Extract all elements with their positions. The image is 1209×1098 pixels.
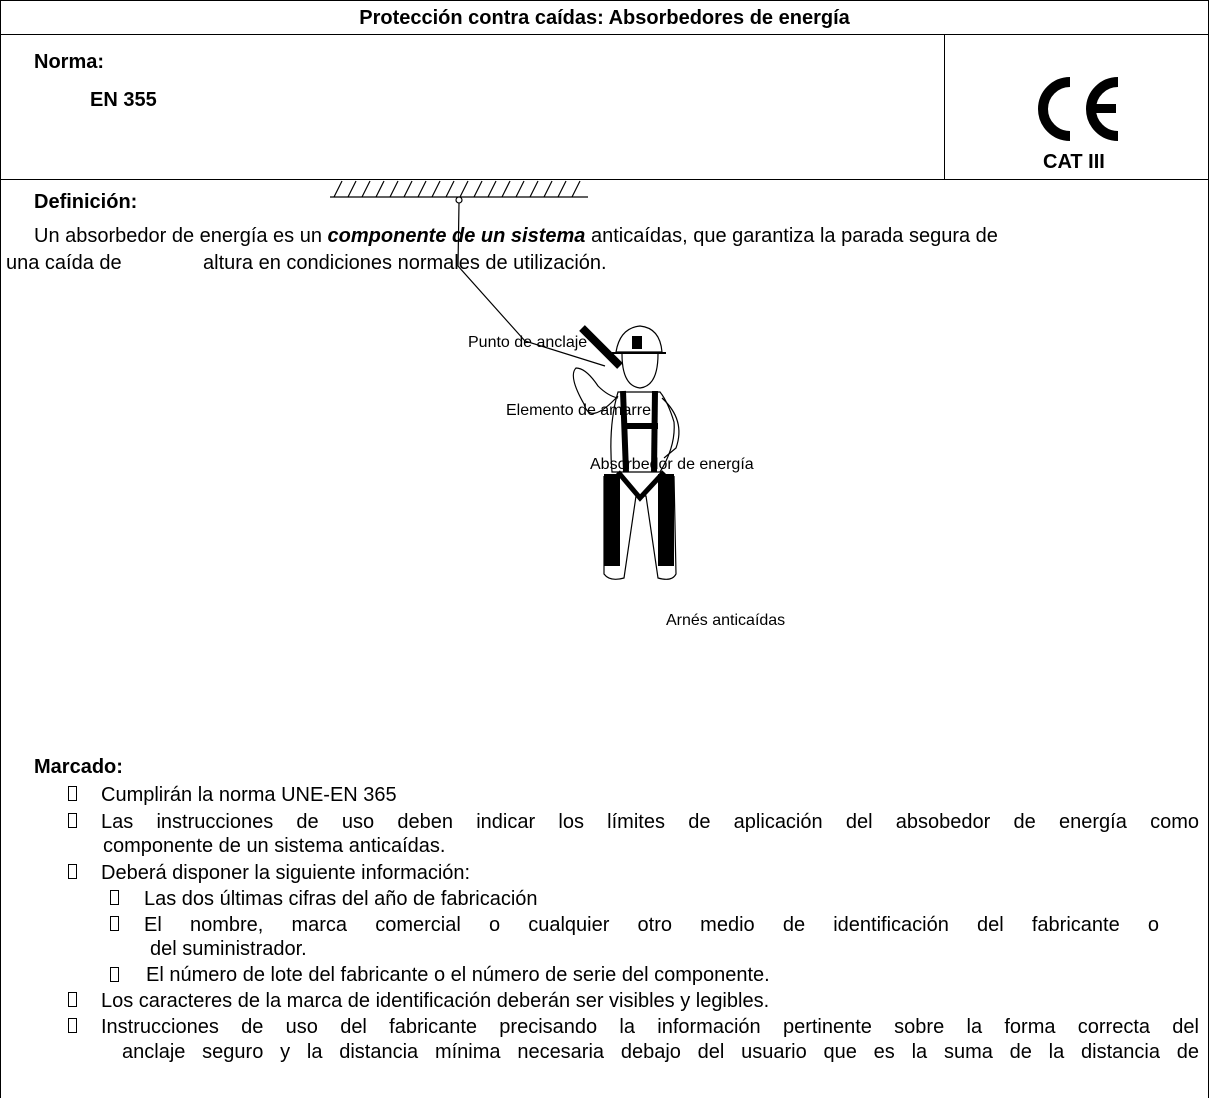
sub-bullet-marker (110, 966, 119, 990)
definicion-emphasis: componente de un sistema (327, 225, 586, 247)
definicion-line-1: Un absorbedor de energía es un component… (34, 223, 1200, 249)
label-absorbedor-energia: Absorbedor de energía (590, 456, 754, 473)
title-divider (0, 34, 1209, 35)
marcado-subitem-3: El número de lote del fabricante o el nú… (146, 964, 770, 986)
table-left-border (0, 0, 1, 1098)
norma-label: Norma: (34, 51, 105, 73)
bullet-marker (68, 812, 77, 836)
energy-absorber-shape (579, 325, 623, 369)
lanyard-line (457, 202, 606, 367)
anchor-hatching (333, 180, 581, 198)
bullet-marker (68, 991, 77, 1015)
ce-cell-divider (944, 34, 945, 180)
definicion-text-start: Un absorbedor de energía es un (34, 225, 328, 247)
hip-arm (661, 397, 680, 459)
definicion-line-2a: una caída de (6, 252, 122, 274)
definicion-label: Definición: (34, 191, 138, 213)
norma-value: EN 355 (90, 89, 157, 111)
fall-arrest-illustration (330, 180, 680, 580)
marcado-item-4: Los caracteres de la marca de identifica… (101, 990, 770, 1012)
page-title: Protección contra caídas: Absorbedores d… (359, 7, 850, 29)
label-elemento-amarre: Elemento de amarre (506, 402, 651, 419)
marcado-item-2: Las instrucciones de uso deben indicar l… (101, 811, 1199, 833)
marcado-item-3: Deberá disponer la siguiente información… (101, 862, 471, 884)
marcado-subitem-2-cont: del suministrador. (150, 938, 307, 960)
marcado-item-5: Instrucciones de uso del fabricante prec… (101, 1016, 1199, 1038)
marcado-label: Marcado: (34, 756, 123, 778)
right-leg-strap (658, 474, 674, 566)
legs-outline (603, 475, 677, 580)
marcado-item-1: Cumplirán la norma UNE-EN 365 (101, 784, 397, 806)
marcado-subitem-1: Las dos últimas cifras del año de fabric… (144, 888, 538, 910)
label-arnes-anticaidas: Arnés anticaídas (666, 612, 786, 629)
left-leg-strap (604, 474, 620, 566)
marcado-item-2-cont: componente de un sistema anticaídas. (103, 835, 446, 857)
sub-bullet-marker (110, 889, 119, 913)
sub-bullet-marker (110, 915, 119, 939)
bullet-marker (68, 863, 77, 887)
definicion-line-2b: altura en condiciones normales de utiliz… (203, 252, 607, 274)
harness-straps (620, 390, 658, 473)
marcado-item-5-cont: anclaje seguro y la distancia mínima nec… (122, 1041, 1199, 1063)
label-punto-anclaje: Punto de anclaje (468, 334, 588, 351)
raised-arm (572, 367, 619, 414)
anchor-ring-icon (455, 196, 463, 204)
ce-mark-icon (1038, 77, 1119, 141)
definicion-text-end: anticaídas, que garantiza la parada segu… (585, 225, 998, 247)
marcado-subitem-2: El nombre, marca comercial o cualquier o… (144, 914, 1159, 936)
norma-divider (0, 179, 1209, 180)
ce-category: CAT III (1043, 151, 1105, 173)
bullet-marker (68, 785, 77, 809)
table-top-border (0, 0, 1209, 1)
head-shape (621, 353, 659, 389)
bullet-marker (68, 1017, 77, 1041)
